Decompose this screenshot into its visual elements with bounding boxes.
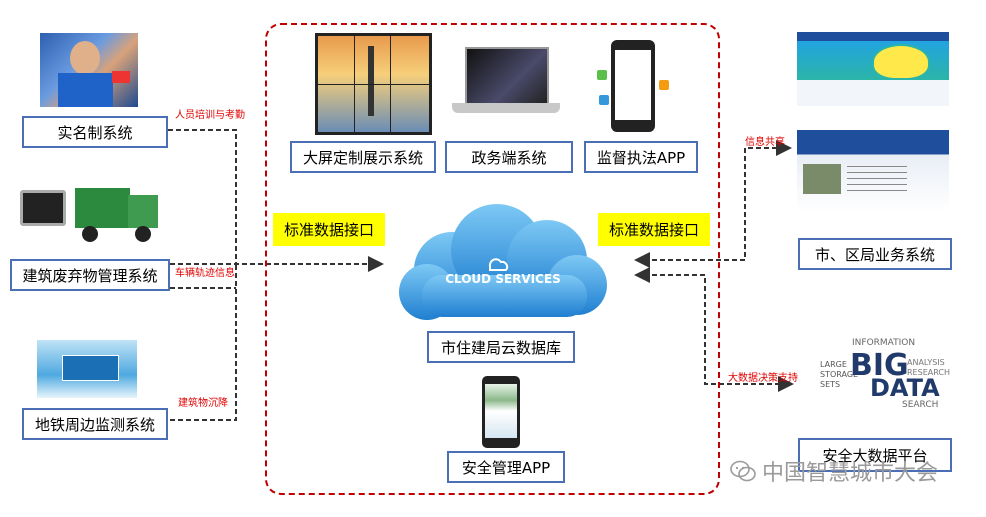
watermark-text: 中国智慧城市大会 (762, 461, 939, 486)
laptop-image (447, 45, 565, 130)
big-screen-display-box: 大屏定制展示系统 (290, 141, 436, 173)
mobile-app-image (595, 40, 675, 136)
city-district-business-system-box: 市、区局业务系统 (798, 238, 952, 270)
label-building-settlement: 建筑物沉降 (178, 398, 228, 409)
business-site-screenshot-1 (797, 32, 949, 106)
metro-monitor-system-box: 地铁周边监测系统 (22, 408, 168, 440)
platform-boundary (265, 23, 720, 495)
safety-app-phone-image (482, 376, 520, 448)
safety-app-box: 安全管理APP (447, 451, 565, 483)
gov-system-box: 政务端系统 (445, 141, 573, 173)
safety-big-data-platform-box: 安全大数据平台 (798, 438, 952, 472)
watermark: 中国智慧城市大会 (730, 455, 938, 487)
waste-management-system-box: 建筑废弃物管理系统 (10, 259, 170, 291)
line-realname (168, 129, 237, 264)
wechat-icon (730, 460, 756, 482)
cloud-services-icon (399, 204, 607, 320)
supervise-app-box: 监督执法APP (584, 141, 698, 173)
business-site-screenshot-2 (797, 130, 949, 212)
big-data-word-data: DATA (870, 374, 940, 402)
video-wall-image (315, 33, 432, 135)
line-to-bigdata (634, 267, 794, 392)
line-metro (170, 264, 237, 421)
cloud-database-box: 市住建局云数据库 (427, 331, 575, 363)
standard-interface-left: 标准数据接口 (273, 213, 385, 246)
cloud-services-text: CLOUD SERVICES (445, 272, 561, 286)
big-data-word-big: BIG (850, 348, 909, 383)
label-big-data-decision: 大数据决策支持 (728, 373, 798, 384)
standard-interface-right: 标准数据接口 (598, 213, 710, 246)
label-vehicle-track: 车辆轨迹信息 (175, 268, 235, 279)
metro-monitor-screenshot (37, 340, 137, 398)
waste-truck-image (20, 180, 170, 250)
line-to-business (634, 140, 792, 268)
realname-photo (40, 33, 138, 107)
label-info-sharing: 信息共享 (745, 137, 785, 148)
realname-system-box: 实名制系统 (22, 116, 168, 148)
label-training-attendance: 人员培训与考勤 (175, 110, 245, 121)
